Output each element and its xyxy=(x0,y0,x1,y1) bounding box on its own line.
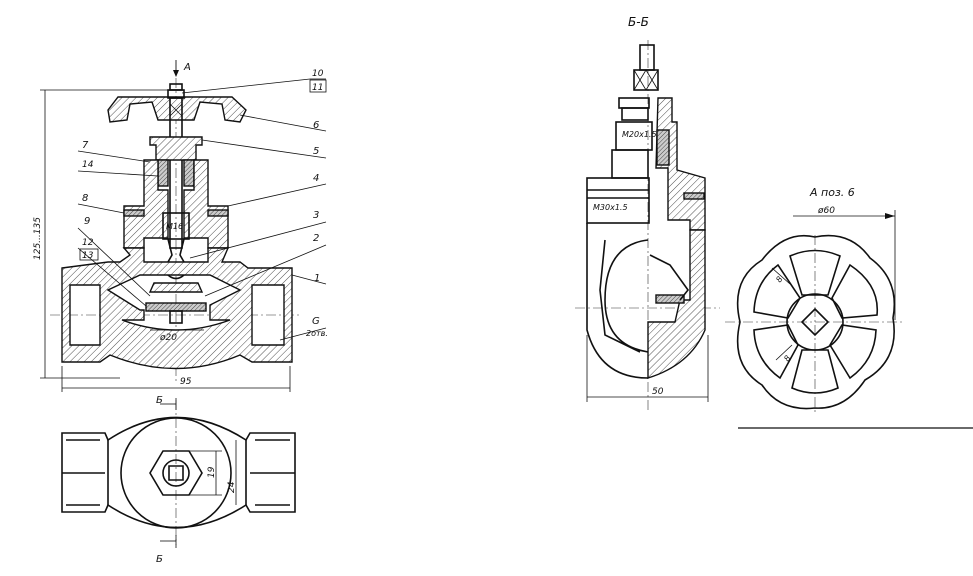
thread-upper-label: М20х1.5 xyxy=(622,130,657,139)
spoke-dim-1-label: 8 xyxy=(774,275,784,284)
top-view: Б Б 19 24 xyxy=(61,395,296,565)
packing xyxy=(157,159,169,187)
bonnet xyxy=(123,159,229,249)
stem xyxy=(169,97,183,249)
callout-8: 8 xyxy=(82,193,88,204)
gasket xyxy=(123,209,145,217)
callout-7: 7 xyxy=(82,140,89,151)
callout-12: 12 xyxy=(82,238,94,248)
callout-6: 6 xyxy=(313,120,319,131)
section-title: Б-Б xyxy=(628,15,649,29)
stem-thread xyxy=(162,212,190,240)
callout-14: 14 xyxy=(82,160,94,170)
callout-1: 1 xyxy=(314,273,320,284)
length-dimension-label: 95 xyxy=(180,377,192,387)
height-dimension-label: 125...135 xyxy=(33,217,43,260)
pipe-thread-label: G xyxy=(312,316,320,327)
pipe-thread-note: 2отв. xyxy=(306,329,328,338)
callouts-left: 7 14 8 9 12 13 xyxy=(77,140,159,307)
valve-body xyxy=(61,247,293,370)
thread-lower-label: М30х1.5 xyxy=(593,203,628,212)
dim-24-label: 24 xyxy=(227,481,237,493)
callout-3: 3 xyxy=(313,210,319,221)
spoke-dim-2-label: 8 xyxy=(782,354,792,363)
width-dimension-label: 50 xyxy=(652,387,664,397)
callout-10: 10 xyxy=(312,69,324,79)
handwheel-view-a: А поз. 6 ø60 8 8 xyxy=(725,186,905,415)
view-a-title: А поз. 6 xyxy=(809,186,855,199)
view-arrow-label: А xyxy=(183,62,191,73)
hex-nut xyxy=(149,450,203,496)
handwheel-rim xyxy=(736,234,896,410)
section-mark-bottom: Б xyxy=(156,554,163,565)
callout-9: 9 xyxy=(84,216,90,227)
valve-plug xyxy=(148,282,204,293)
diameter-label: ø60 xyxy=(817,206,835,216)
callout-4: 4 xyxy=(313,173,319,184)
callout-5: 5 xyxy=(313,146,319,157)
section-mark-top: Б xyxy=(156,395,163,406)
section-b-b-view: Б-Б М20х1.5 М30х1.5 50 xyxy=(575,15,720,410)
callout-2: 2 xyxy=(313,233,319,244)
callout-11: 11 xyxy=(312,83,323,93)
callouts-right: 10 11 6 5 4 3 2 1 G 2отв. xyxy=(181,69,328,341)
seat-diameter-label: ø20 xyxy=(159,333,177,343)
dim-19-label: 19 xyxy=(207,466,217,478)
gland-nut xyxy=(149,136,203,161)
stem-thread-label: М16 xyxy=(166,222,183,231)
valve-seal xyxy=(145,302,207,312)
callout-13: 13 xyxy=(82,251,94,261)
main-section-view: А М16 ø20 125...135 xyxy=(33,60,328,392)
